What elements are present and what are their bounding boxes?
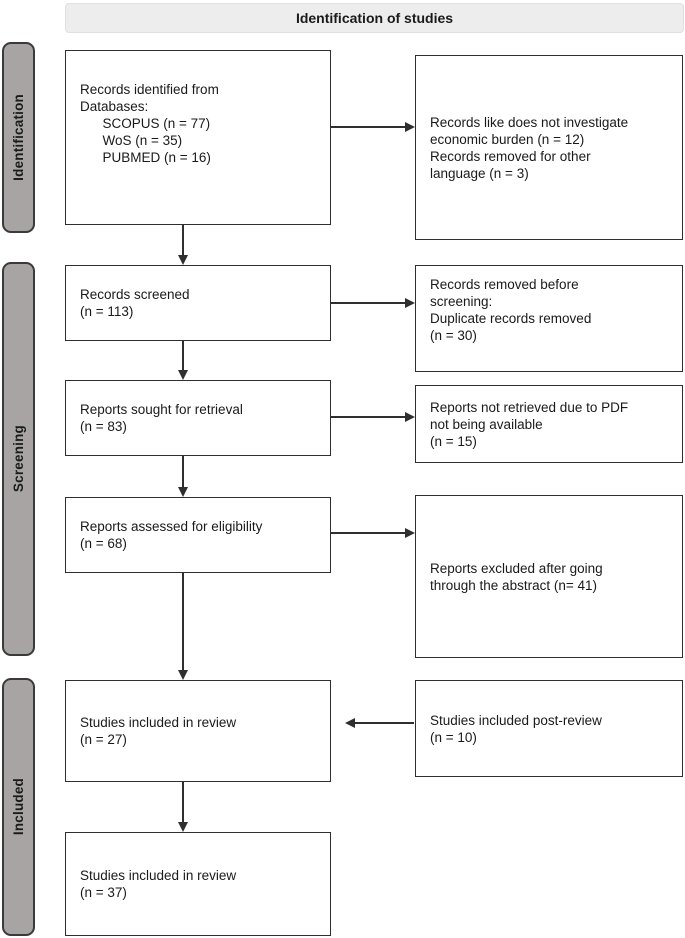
stage-label-identification: Identification xyxy=(11,94,26,181)
stage-bar-included: Included xyxy=(2,678,35,936)
stage-label-screening: Screening xyxy=(11,425,26,493)
arrow-sought-to-notretrieved xyxy=(331,411,415,422)
box-reports-excluded-abstract-text: Reports excluded after going through the… xyxy=(430,560,603,593)
box-reports-sought-text: Reports sought for retrieval (n = 83) xyxy=(80,402,243,434)
box-studies-included-review: Studies included in review (n = 27) xyxy=(65,680,331,782)
arrow-included-to-final xyxy=(177,782,188,832)
box-reports-assessed-text: Reports assessed for eligibility (n = 68… xyxy=(80,519,263,551)
stage-bar-identification: Identification xyxy=(2,42,35,233)
box-studies-included-final-text: Studies included in review (n = 37) xyxy=(80,868,237,900)
arrow-identified-to-screened xyxy=(177,225,188,265)
box-records-excluded-text: Records like does not investigate econom… xyxy=(430,114,629,181)
arrow-screened-to-sought xyxy=(177,341,188,380)
box-removed-before-screening: Records removed before screening: Duplic… xyxy=(415,265,683,372)
stage-bar-screening: Screening xyxy=(2,262,35,656)
box-studies-post-review-text: Studies included post-review (n = 10) xyxy=(430,712,602,745)
stage-label-included: Included xyxy=(11,778,26,836)
arrow-postreview-to-included xyxy=(345,717,414,728)
box-records-screened-text: Records screened (n = 113) xyxy=(80,287,190,319)
box-reports-not-retrieved-text: Reports not retrieved due to PDF not bei… xyxy=(430,399,629,449)
arrow-assessed-to-included xyxy=(177,573,188,680)
box-records-identified: Records identified from Databases: SCOPU… xyxy=(65,50,331,225)
box-reports-assessed: Reports assessed for eligibility (n = 68… xyxy=(65,497,331,573)
arrow-screened-to-removed xyxy=(331,297,415,308)
box-studies-included-final: Studies included in review (n = 37) xyxy=(65,832,331,936)
box-removed-before-screening-text: Records removed before screening: Duplic… xyxy=(430,277,592,343)
box-reports-not-retrieved: Reports not retrieved due to PDF not bei… xyxy=(415,385,683,463)
diagram-title: Identification of studies xyxy=(295,10,454,26)
arrow-identified-to-excluded xyxy=(331,121,415,132)
box-reports-excluded-abstract: Reports excluded after going through the… xyxy=(415,495,683,658)
box-records-screened: Records screened (n = 113) xyxy=(65,265,331,341)
arrow-assessed-to-excluded xyxy=(331,527,415,538)
box-records-identified-text: Records identified from Databases: SCOPU… xyxy=(80,82,219,165)
box-records-excluded: Records like does not investigate econom… xyxy=(415,55,683,240)
box-reports-sought: Reports sought for retrieval (n = 83) xyxy=(65,380,331,456)
box-studies-post-review: Studies included post-review (n = 10) xyxy=(415,680,683,777)
box-studies-included-review-text: Studies included in review (n = 27) xyxy=(80,715,237,747)
arrow-sought-to-assessed xyxy=(177,456,188,497)
diagram-header: Identification of studies xyxy=(65,3,684,33)
